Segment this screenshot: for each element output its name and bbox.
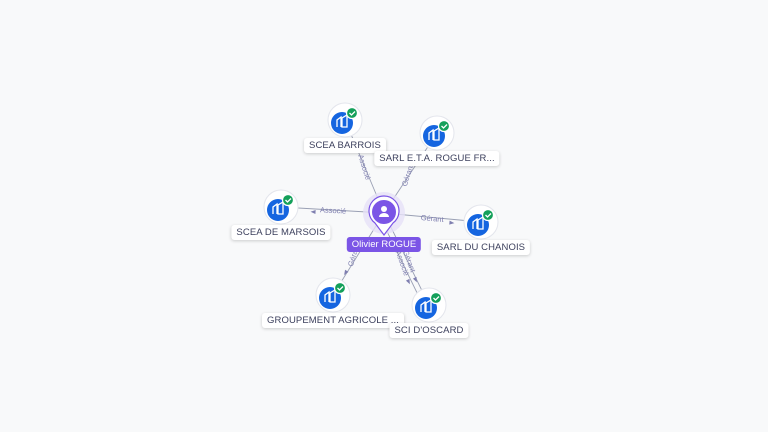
company-label-marsois[interactable]: SCEA DE MARSOIS: [231, 225, 331, 240]
company-node-eta[interactable]: [419, 115, 455, 151]
verified-check-icon: [333, 281, 347, 295]
company-label-eta[interactable]: SARL E.T.A. ROGUE FR...: [374, 151, 500, 166]
company-label-oscard[interactable]: SCI D'OSCARD: [389, 323, 469, 338]
company-node-oscard[interactable]: [411, 287, 447, 323]
person-name-label[interactable]: Olivier ROGUE: [346, 237, 422, 252]
person-node[interactable]: [363, 192, 405, 236]
company-node-barrois[interactable]: [327, 102, 363, 138]
relation-arrow-icon: [405, 278, 410, 285]
company-label-barrois[interactable]: SCEA BARROIS: [304, 138, 386, 153]
relation-label: Gérant: [420, 213, 445, 224]
verified-check-icon: [281, 193, 295, 207]
company-label-groupement[interactable]: GROUPEMENT AGRICOLE ...: [262, 313, 404, 328]
company-node-groupement[interactable]: [315, 277, 351, 313]
company-node-chanois[interactable]: [463, 204, 499, 240]
relation-arrow-icon: [344, 269, 349, 276]
verified-check-icon: [429, 291, 443, 305]
verified-check-icon: [481, 208, 495, 222]
relation-arrow-icon: [310, 209, 316, 214]
company-node-marsois[interactable]: [263, 189, 299, 225]
person-icon: [379, 206, 389, 217]
relation-label: Associé: [356, 153, 373, 181]
verified-check-icon: [437, 119, 451, 133]
relation-label: Associé: [320, 205, 347, 215]
relation-arrow-icon: [449, 220, 455, 225]
verified-check-icon: [345, 106, 359, 120]
relation-arrow-icon: [412, 276, 417, 283]
company-label-chanois[interactable]: SARL DU CHANOIS: [431, 240, 531, 255]
